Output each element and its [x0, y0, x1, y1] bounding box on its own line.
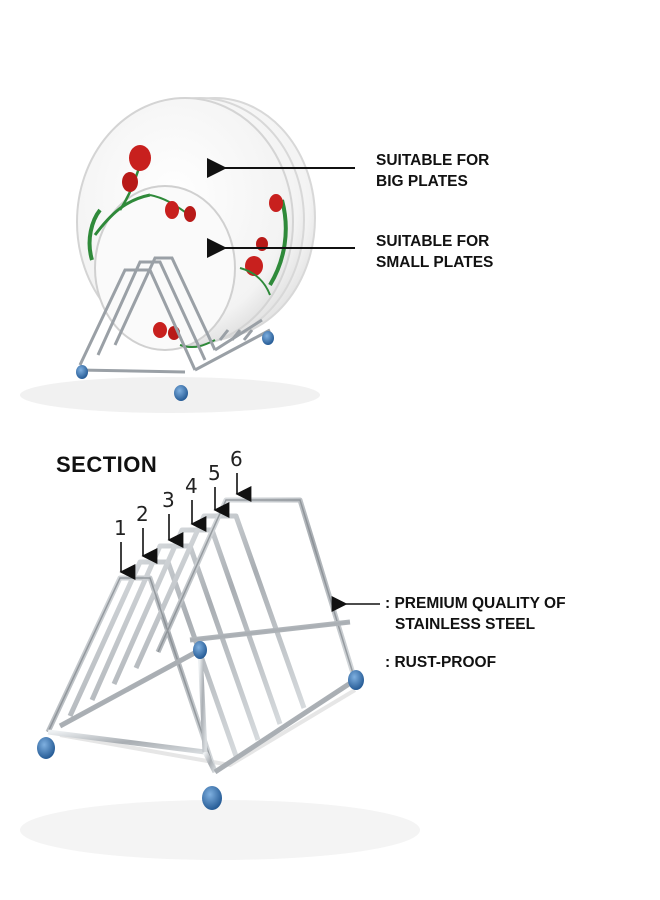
- material-label: : PREMIUM QUALITY OF STAINLESS STEEL: [385, 593, 566, 635]
- small-plates-line-1: SUITABLE FOR: [376, 233, 490, 250]
- rack-foot: [202, 786, 222, 810]
- rack-foot: [193, 641, 207, 659]
- big-plates-line-2: BIG PLATES: [376, 173, 468, 190]
- section-number-2: 2: [136, 502, 149, 526]
- material-line-2: STAINLESS STEEL: [395, 616, 536, 633]
- rack-foot: [348, 670, 364, 690]
- section-number-6: 6: [230, 447, 243, 471]
- section-arrows: [119, 473, 252, 580]
- material-line-1: : PREMIUM QUALITY OF: [385, 595, 566, 612]
- section-number-3: 3: [162, 488, 175, 512]
- rust-proof-label: : RUST-PROOF: [385, 654, 497, 671]
- small-plates-label: SUITABLE FOR SMALL PLATES: [376, 231, 493, 273]
- small-plates-line-2: SMALL PLATES: [376, 254, 494, 271]
- big-plates-label: SUITABLE FOR BIG PLATES: [376, 150, 489, 192]
- section-title: SECTION: [56, 452, 158, 477]
- small-rack-wires: [77, 256, 271, 374]
- dish-rack-image: [20, 497, 420, 860]
- section-number-4: 4: [185, 474, 198, 498]
- section-number-1: 1: [114, 516, 127, 540]
- flower-decoration: [87, 145, 288, 349]
- rack-foot: [37, 737, 55, 759]
- section-number-5: 5: [208, 461, 221, 485]
- plate-stack-image: [20, 97, 320, 413]
- big-plates-line-1: SUITABLE FOR: [376, 152, 490, 169]
